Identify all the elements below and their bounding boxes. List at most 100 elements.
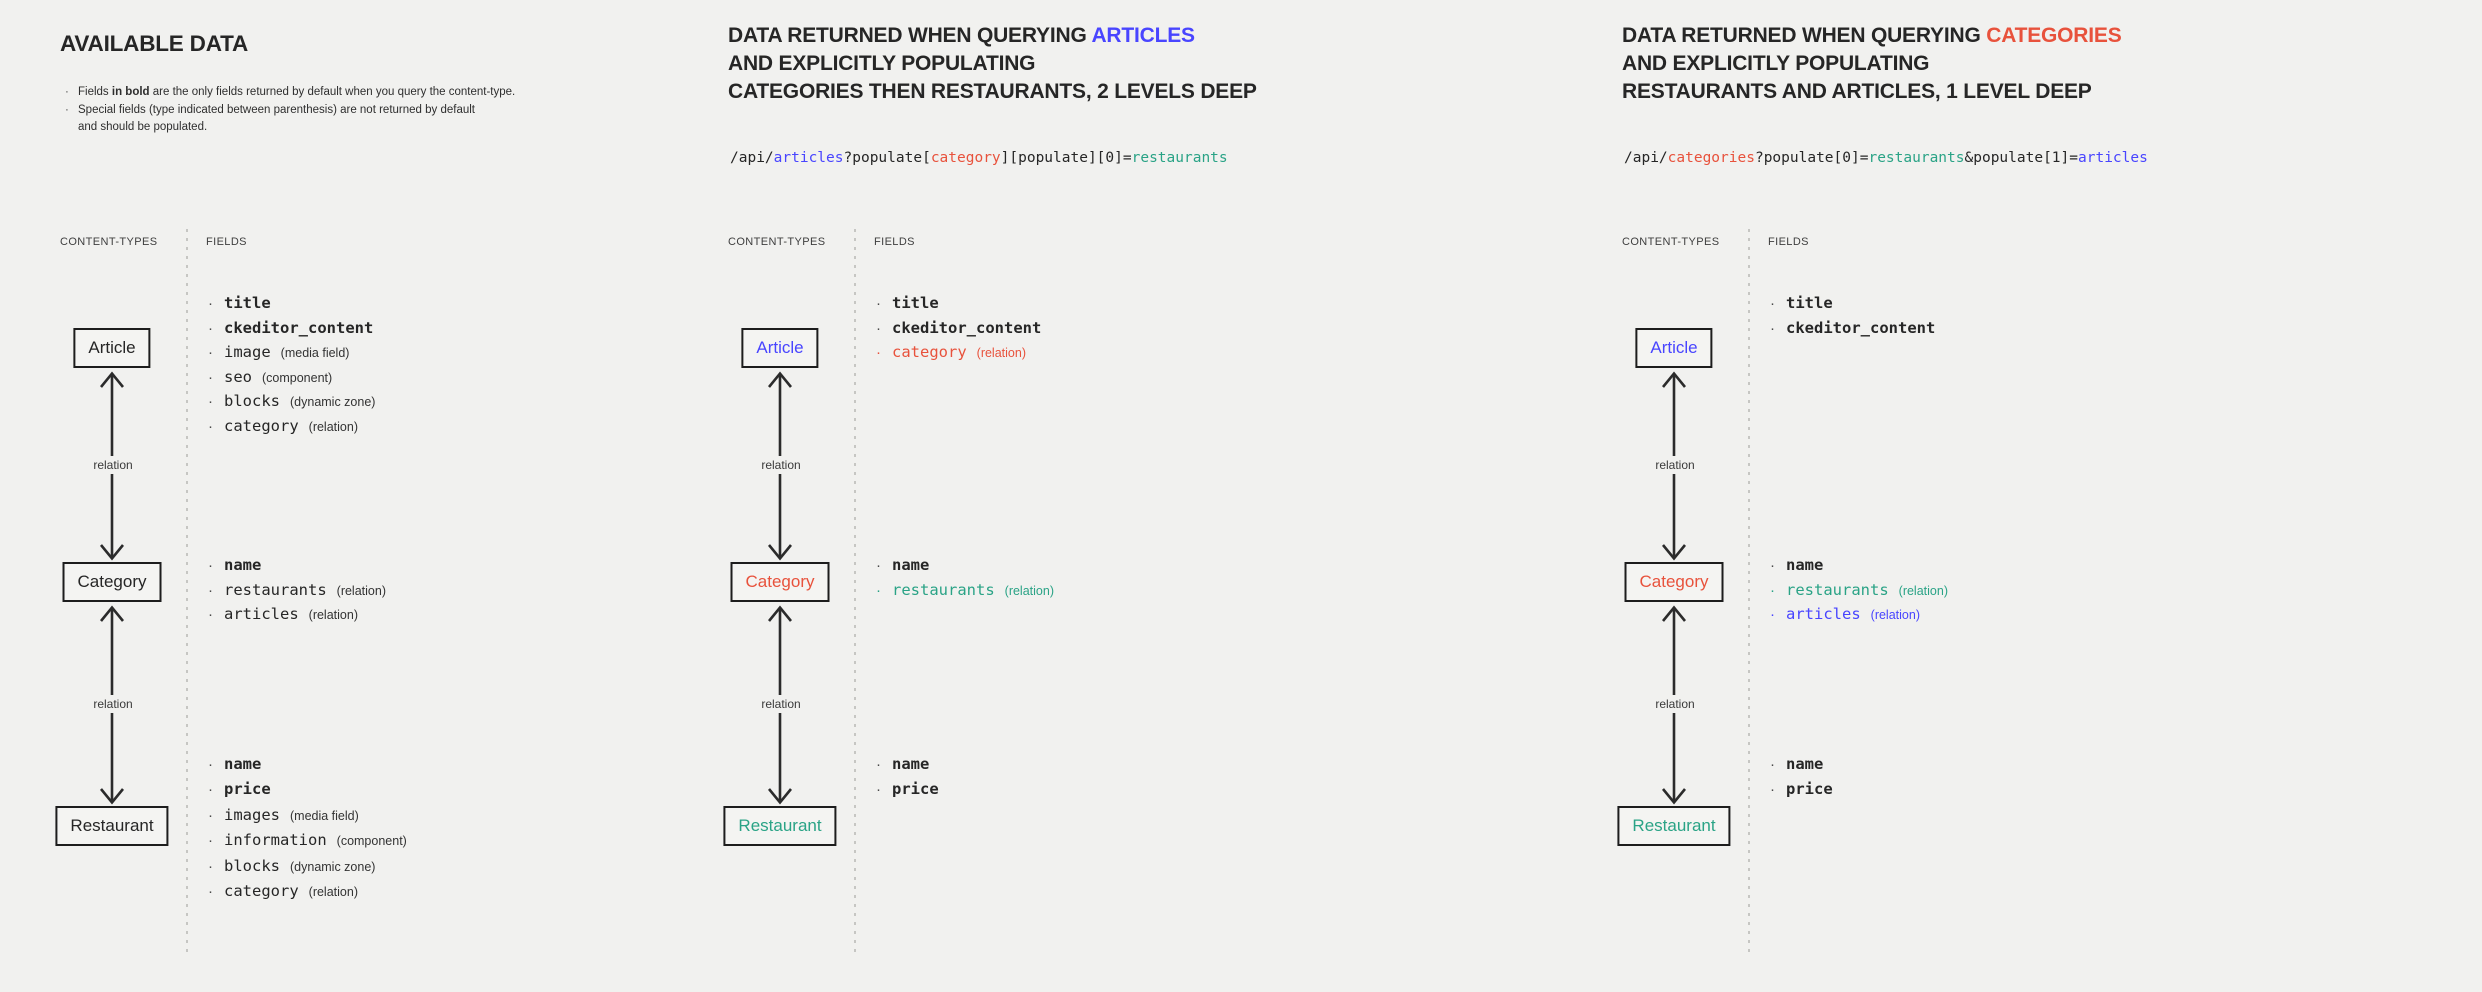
note-text: Special fields (type indicated between p…: [78, 103, 475, 116]
field-name: information: [224, 831, 327, 850]
field-type: (dynamic zone): [290, 859, 376, 874]
field-row: · ckeditor_content: [208, 316, 375, 341]
relation-label: relation: [756, 456, 806, 474]
content-type-box-article: Article: [73, 328, 151, 368]
field-name: title: [224, 294, 271, 312]
field-row: ·images(media field): [208, 803, 407, 828]
fields-group: ·name·restaurants(relation)·articles(rel…: [1770, 553, 1948, 627]
field-row: ·name: [876, 752, 939, 777]
field-type: (relation): [976, 346, 1026, 360]
column-header-content-types: CONTENT-TYPES: [728, 236, 826, 248]
content-type-box-category: Category: [62, 562, 162, 602]
api-query-code: /api/articles?populate[category][populat…: [730, 150, 1228, 166]
note-item: · Special fields (type indicated between …: [65, 102, 515, 120]
field-type: (relation): [1004, 583, 1054, 598]
api-query-segment: articles: [773, 150, 844, 166]
bullet-icon: ·: [1770, 781, 1775, 799]
panel-title-segment: DATA RETURNED WHEN QUERYING: [1622, 24, 1987, 47]
note-item: ·Fields in bold are the only fields retu…: [65, 84, 515, 102]
field-name: restaurants: [892, 580, 995, 599]
field-row: · information (component): [208, 828, 407, 853]
field-row: ·name: [1770, 752, 1833, 777]
api-query-segment: ][populate][0]=: [1000, 150, 1132, 166]
api-query-segment: ?populate[0]=: [1754, 150, 1869, 166]
panel-title-line: AND EXPLICITLY POPULATING: [728, 50, 1257, 78]
panel-title-segment: RESTAURANTS AND ARTICLES, 1 LEVEL DEEP: [1622, 80, 2092, 103]
field-name: ckeditor_content: [1786, 318, 1936, 337]
field-name: ckeditor_content: [892, 318, 1042, 337]
bullet-icon: ·: [208, 781, 213, 799]
field-row: ·restaurants(relation): [876, 578, 1054, 603]
field-name: images: [224, 805, 280, 824]
field-row: ·category(relation): [208, 414, 375, 439]
field-name: articles: [224, 605, 299, 624]
bullet-icon: ·: [876, 295, 881, 312]
fields-group: ·name · price: [1770, 752, 1833, 803]
field-row: ·seo(component): [208, 365, 375, 390]
bullet-icon: ·: [876, 557, 881, 574]
field-name: price: [1786, 780, 1833, 799]
field-row: ·name: [876, 553, 1054, 578]
api-query-segment: categories: [1667, 150, 1755, 166]
panel-title-segment: CATEGORIES: [1986, 24, 2122, 47]
bullet-icon: ·: [1770, 581, 1775, 599]
field-name: title: [892, 294, 939, 312]
note-text: are the only fields returned by default …: [149, 86, 516, 98]
panel-title: AVAILABLE DATA: [60, 30, 248, 58]
panel-title-line: DATA RETURNED WHEN QUERYING ARTICLES: [728, 22, 1257, 50]
bullet-icon: ·: [208, 756, 213, 773]
bullet-icon: ·: [208, 393, 213, 410]
field-row: ·blocks(dynamic zone): [208, 389, 375, 414]
content-type-box-restaurant: Restaurant: [1617, 806, 1731, 846]
field-row: ·price: [876, 777, 939, 802]
field-name: price: [224, 780, 271, 799]
field-name: category: [224, 416, 299, 435]
api-query-code: /api/categories?populate[0]=restaurants&…: [1624, 150, 2148, 166]
field-type: (component): [262, 370, 333, 385]
fields-group: ·name·price: [876, 752, 939, 803]
notes-list: ·Fields in bold are the only fields retu…: [65, 84, 515, 137]
field-name: ckeditor_content: [224, 318, 374, 337]
fields-group: ·title·ckeditor_content: [1770, 291, 1935, 340]
field-type: (relation): [1898, 583, 1948, 598]
relation-label: relation: [1650, 456, 1700, 474]
content-type-box-article: Article: [741, 328, 819, 368]
panel-title-line: AVAILABLE DATA: [60, 30, 248, 58]
field-name: restaurants: [224, 580, 327, 599]
fields-group: ·name·restaurants(relation)·articles(rel…: [208, 553, 386, 627]
field-row: · title: [876, 291, 1041, 316]
panel-title-line: RESTAURANTS AND ARTICLES, 1 LEVEL DEEP: [1622, 78, 2122, 106]
bullet-icon: ·: [876, 781, 881, 799]
bullet-icon: ·: [208, 806, 213, 824]
panel-title-segment: ARTICLES: [1091, 24, 1195, 47]
panel-title-line: AND EXPLICITLY POPULATING: [1622, 50, 2122, 78]
fields-group: ·title·ckeditor_content·image(media fiel…: [208, 291, 375, 438]
content-type-box-restaurant: Restaurant: [723, 806, 837, 846]
field-type: (media field): [280, 346, 350, 360]
bullet-icon: ·: [208, 319, 213, 337]
note-text: and should be populated.: [78, 121, 208, 133]
bullet-icon: ·: [876, 344, 881, 361]
field-row: ·category(relation): [208, 879, 407, 904]
field-row: · name: [1770, 553, 1948, 578]
note-text: in bold: [111, 86, 150, 98]
field-row: ·category(relation): [876, 340, 1041, 365]
field-name: name: [224, 755, 262, 773]
api-query-segment: /api/: [1624, 150, 1668, 166]
bullet-icon: ·: [208, 882, 213, 900]
field-name: name: [1786, 556, 1824, 574]
bullet-icon: ·: [876, 756, 881, 773]
field-name: restaurants: [1786, 580, 1889, 599]
bullet-icon: ·: [1770, 557, 1775, 574]
field-type: (component): [336, 834, 407, 849]
field-row: · name: [208, 752, 407, 777]
api-query-segment: ?populate[: [843, 150, 931, 166]
relation-label: relation: [1650, 695, 1700, 713]
bullet-icon: ·: [65, 86, 69, 98]
panel-available-data: AVAILABLE DATA ·Fields in bold are the on…: [55, 0, 710, 992]
api-query-segment: &populate[1]=: [1964, 150, 2079, 166]
api-query-segment: articles: [2078, 150, 2148, 166]
bullet-icon: ·: [876, 319, 881, 337]
bullet-icon: ·: [65, 103, 69, 116]
bullet-icon: ·: [208, 832, 213, 850]
